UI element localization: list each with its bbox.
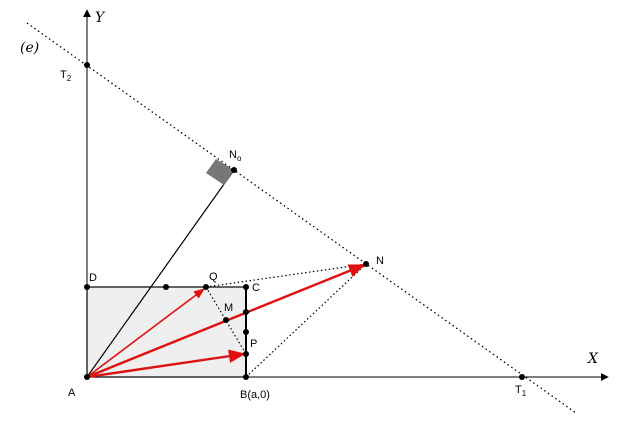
label-d: D bbox=[89, 272, 97, 284]
label-b: B(a,0) bbox=[240, 389, 270, 401]
vector-aq bbox=[86, 288, 205, 378]
point-a bbox=[84, 374, 90, 380]
label-no: No bbox=[229, 149, 242, 163]
label-t2: T2 bbox=[60, 69, 72, 83]
point-q bbox=[203, 284, 209, 290]
point-m bbox=[223, 317, 229, 323]
label-t1: T1 bbox=[515, 384, 527, 398]
label-m: M bbox=[224, 302, 233, 314]
point-bc-2 bbox=[243, 329, 249, 335]
segment-a-no bbox=[86, 169, 235, 378]
label-t2-sub: 2 bbox=[67, 74, 72, 83]
rectangle-abcd bbox=[86, 286, 247, 378]
dotted-q-n bbox=[205, 263, 367, 288]
points bbox=[84, 62, 525, 380]
point-dc-mid bbox=[163, 284, 169, 290]
point-d bbox=[84, 284, 90, 290]
label-q: Q bbox=[209, 271, 218, 283]
label-c: C bbox=[252, 282, 260, 294]
dotted-b-n bbox=[245, 263, 367, 378]
label-p: P bbox=[250, 338, 257, 350]
dotted-q-p bbox=[205, 286, 247, 355]
label-t2-main: T bbox=[60, 69, 67, 81]
x-axis-label: X bbox=[587, 351, 599, 367]
label-t1-main: T bbox=[515, 384, 522, 396]
point-b bbox=[243, 374, 249, 380]
y-axis-label: Y bbox=[95, 10, 106, 26]
point-bc-1 bbox=[243, 309, 249, 315]
label-no-sub: o bbox=[237, 154, 242, 163]
label-no-main: N bbox=[229, 149, 237, 161]
label-t1-sub: 1 bbox=[522, 389, 527, 398]
right-angle-marker bbox=[206, 159, 234, 185]
panel-label: (e) bbox=[20, 40, 39, 56]
point-no bbox=[231, 167, 237, 173]
point-t1 bbox=[519, 374, 525, 380]
point-p bbox=[243, 351, 249, 357]
point-t2 bbox=[84, 62, 90, 68]
point-c bbox=[243, 284, 249, 290]
label-n: N bbox=[376, 255, 384, 267]
vector-ap bbox=[86, 349, 246, 379]
label-a: A bbox=[68, 387, 76, 399]
point-n bbox=[363, 261, 369, 267]
